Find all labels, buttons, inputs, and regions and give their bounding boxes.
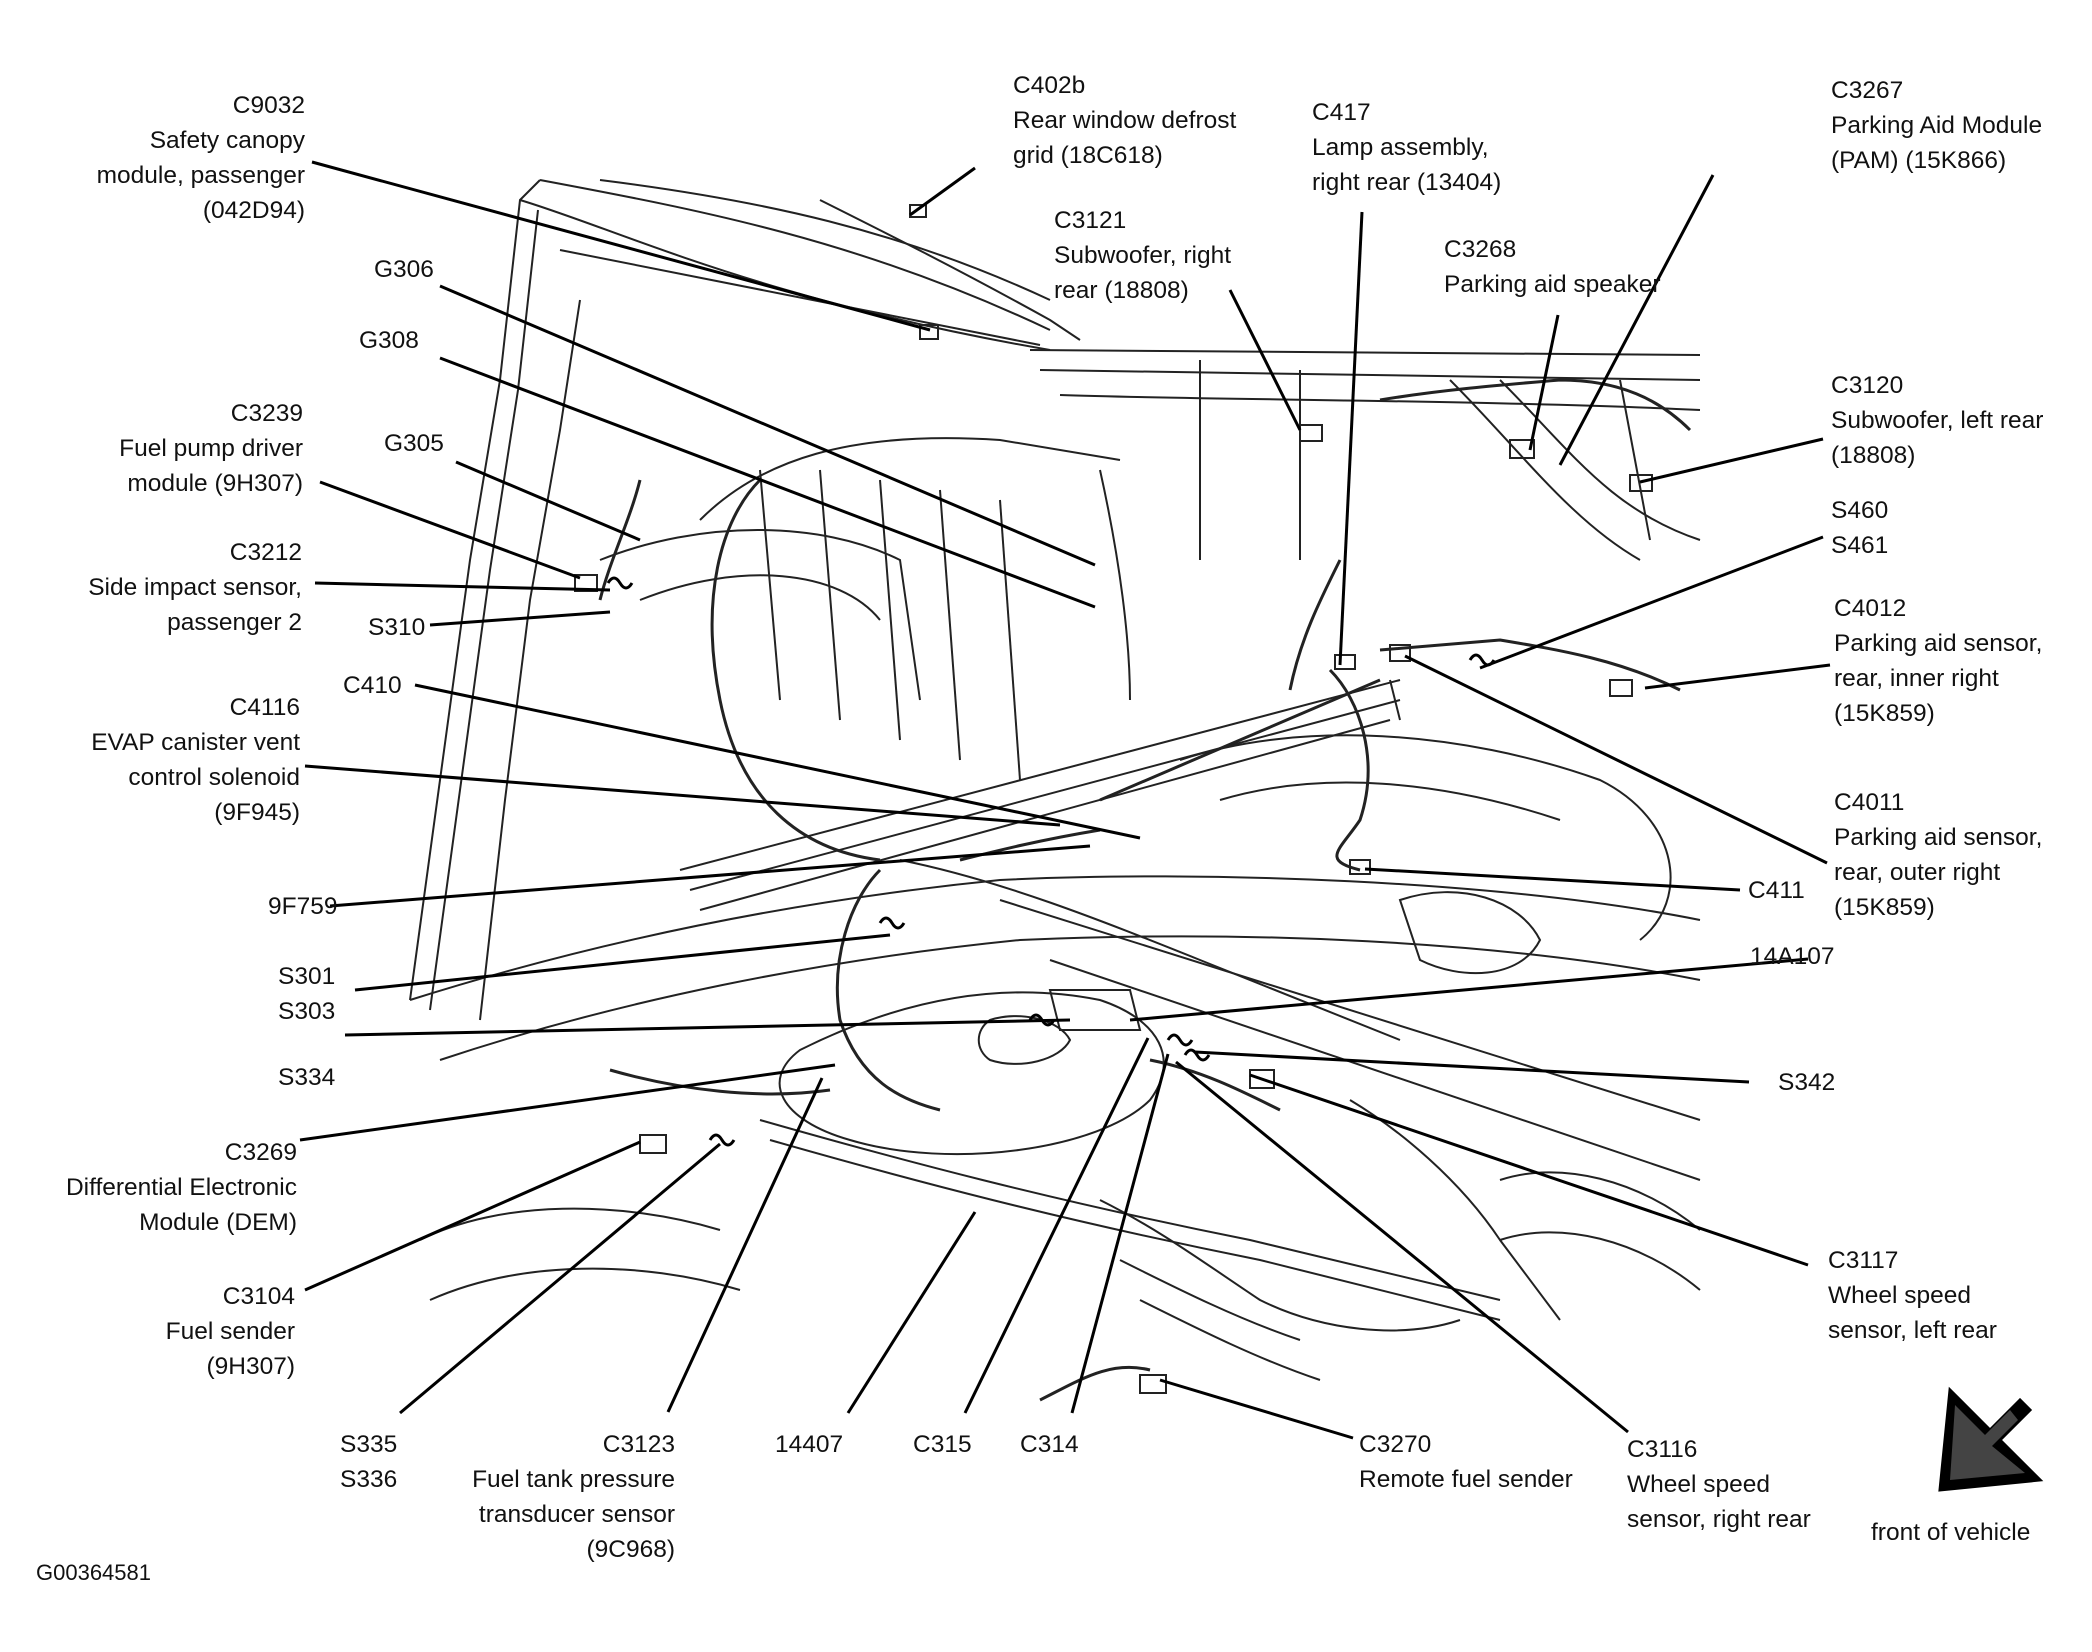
callout-c315: C315	[913, 1431, 972, 1458]
callout-c402b: C402b Rear window defrost grid (18C618)	[1013, 72, 1237, 169]
callout-s342: S342	[1778, 1069, 1836, 1096]
callout-s334: S334	[278, 1064, 336, 1091]
callout-g305: G305	[384, 430, 444, 457]
callout-14407: 14407	[775, 1431, 844, 1458]
callout-c3270: C3270 Remote fuel sender	[1359, 1431, 1573, 1493]
callout-c417: C417 Lamp assembly, right rear (13404)	[1312, 99, 1502, 196]
vehicle-line-art	[409, 179, 1701, 1402]
callout-c3267: C3267 Parking Aid Module (PAM) (15K866)	[1831, 77, 2043, 174]
callout-c3212: C3212 Side impact sensor, passenger 2	[88, 539, 302, 636]
callout-c3269: C3269 Differential Electronic Module (DE…	[65, 1139, 297, 1236]
figure-id: G00364581	[36, 1560, 151, 1585]
front-of-vehicle-label: front of vehicle	[1871, 1519, 2031, 1546]
callout-g306: G306	[374, 256, 434, 283]
callout-c3117: C3117 Wheel speed sensor, left rear	[1828, 1247, 1997, 1344]
callout-c4012: C4012 Parking aid sensor, rear, inner ri…	[1834, 595, 2043, 727]
callout-c3123: C3123 Fuel tank pressure transducer sens…	[472, 1431, 675, 1563]
callout-c3104: C3104 Fuel sender (9H307)	[165, 1283, 295, 1380]
callout-c4011: C4011 Parking aid sensor, rear, outer ri…	[1834, 789, 2043, 921]
callout-s460-s461: S460 S461	[1831, 497, 1889, 559]
callout-c3116: C3116 Wheel speed sensor, right rear	[1627, 1436, 1811, 1533]
splice-markers	[606, 576, 1496, 1147]
callout-c3121: C3121 Subwoofer, right rear (18808)	[1054, 207, 1232, 304]
callout-s301-s303: S301 S303	[278, 963, 336, 1025]
callout-g308: G308	[359, 327, 419, 354]
callout-c410: C410	[343, 672, 402, 699]
callout-c4116: C4116 EVAP canister vent control solenoi…	[91, 694, 300, 826]
callout-c411: C411	[1748, 877, 1805, 904]
callout-c3239: C3239 Fuel pump driver module (9H307)	[119, 400, 303, 497]
callout-c9032: C9032 Safety canopy module, passenger (0…	[96, 92, 305, 224]
callout-leader-lines	[299, 160, 1831, 1440]
callout-14a107: 14A107	[1750, 943, 1835, 970]
callout-s335-s336: S335 S336	[340, 1431, 398, 1493]
callout-c3268: C3268 Parking aid speaker	[1444, 236, 1661, 298]
callout-c3120: C3120 Subwoofer, left rear (18808)	[1831, 372, 2044, 469]
callout-c314: C314	[1020, 1431, 1079, 1458]
callout-9f759: 9F759	[268, 893, 338, 920]
callout-s310: S310	[368, 614, 426, 641]
front-of-vehicle-arrow-icon	[1938, 1386, 2044, 1492]
